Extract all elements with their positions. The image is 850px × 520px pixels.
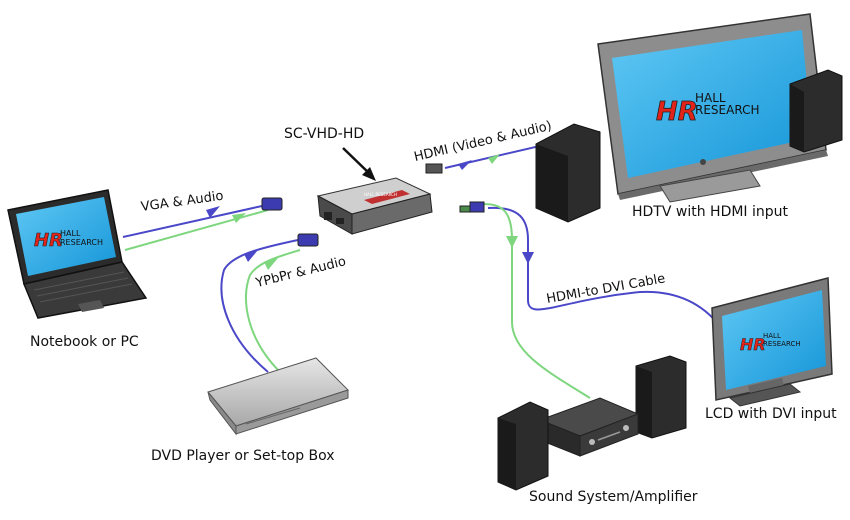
notebook: HR HALL RESEARCH [7, 189, 148, 319]
lcd-logo-hall: HALL [763, 332, 781, 340]
connectors [261, 163, 485, 247]
hdtv-logo-hall: HALL [695, 91, 726, 105]
lcd-monitor: HR HALL RESEARCH [711, 277, 833, 407]
vga-cable [122, 205, 263, 238]
audio-arrow-notebook [232, 213, 246, 223]
video-arrow-notebook [206, 206, 220, 218]
hdmi-audio-arrow [488, 154, 500, 164]
dvd-label: DVD Player or Set-top Box [151, 448, 335, 464]
hdmi-arrow [458, 160, 472, 170]
notebook-label: Notebook or PC [30, 334, 139, 350]
lcd-label: LCD with DVI input [705, 406, 837, 422]
notebook-logo-research: RESEARCH [60, 238, 103, 247]
dvd-player [207, 357, 349, 436]
audio-arrow-dvd [264, 258, 278, 270]
hdtv-logo-research: RESEARCH [695, 103, 759, 117]
ypbpr-cable [220, 239, 299, 373]
scaler-device: HALL RESEARCH [316, 177, 433, 235]
device-label: SC-VHD-HD [284, 126, 365, 142]
lcd-logo-research: RESEARCH [763, 340, 801, 348]
notebook-logo-hr: HR [34, 230, 63, 251]
hdtv: HR HALL RESEARCH [535, 13, 843, 223]
sound-system [497, 355, 687, 491]
lcd-logo-hr: HR [740, 335, 766, 354]
sound-label: Sound System/Amplifier [529, 489, 698, 505]
hdtv-label: HDTV with HDMI input [632, 204, 789, 220]
sound-arrow [506, 236, 518, 248]
dvi-arrow [522, 252, 534, 264]
notebook-logo-hall: HALL [60, 229, 81, 238]
audio-cable-notebook [124, 209, 269, 251]
hdtv-logo-hr: HR [656, 97, 698, 127]
device-badge: HALL RESEARCH [364, 192, 397, 197]
video-arrow-dvd [244, 250, 258, 262]
audio-cable-dvd [244, 249, 301, 373]
audio-cable-sound [474, 203, 591, 399]
hdmi-dvi-cable [487, 206, 721, 327]
